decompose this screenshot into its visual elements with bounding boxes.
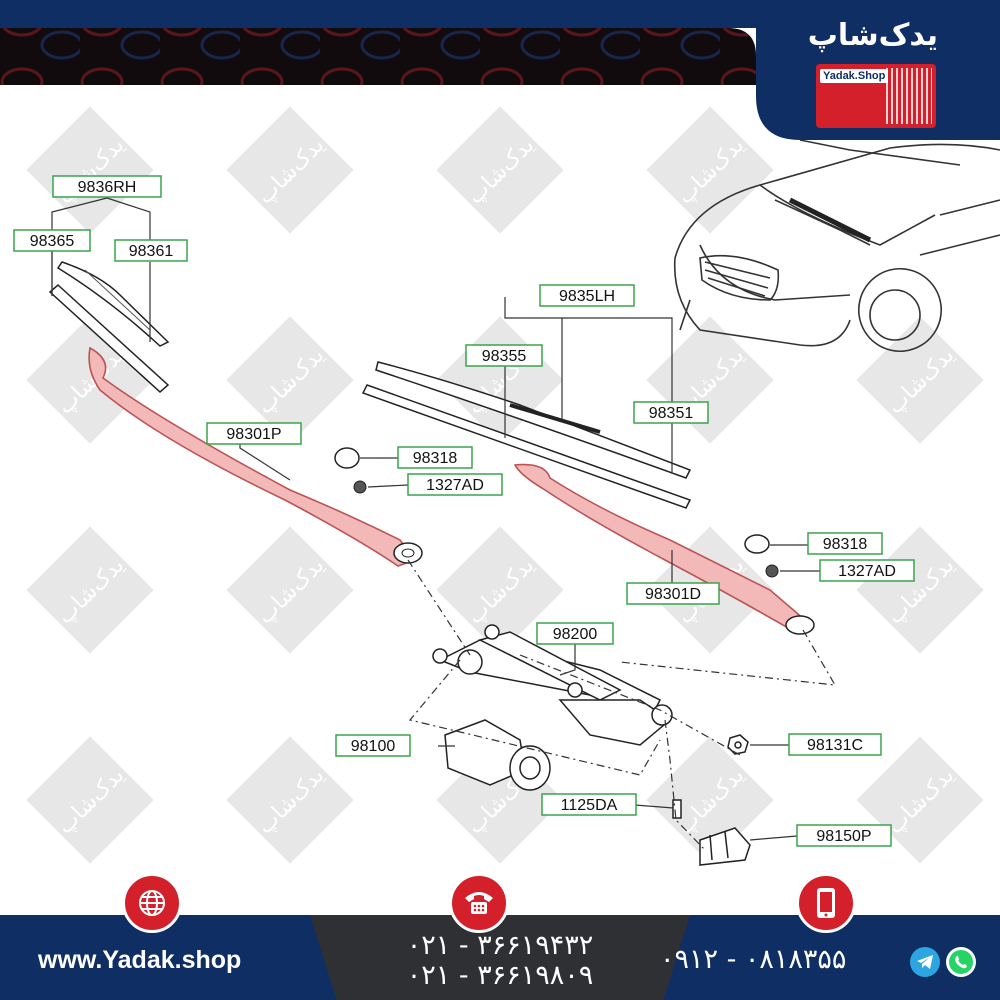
part-label-box [807, 532, 883, 555]
part-label-1327ad-left[interactable]: 1327AD [407, 473, 503, 496]
lh-blade-assembly [361, 361, 692, 509]
part-label-box [52, 175, 162, 198]
watermark-tile: یدک‌شاپ [226, 316, 354, 444]
brand-logo-stripes [886, 68, 932, 124]
part-number: 9835LH [559, 288, 615, 305]
part-label-98200[interactable]: 98200 [536, 622, 614, 645]
part-label-box [539, 284, 635, 307]
part-number: 98318 [413, 450, 458, 467]
part-label-box [206, 422, 302, 445]
brand-badge-text: Yadak.Shop [820, 69, 889, 83]
part-label-box [13, 229, 91, 252]
part-label-98318-right[interactable]: 98318 [807, 532, 883, 555]
part-label-98318-left[interactable]: 98318 [397, 446, 473, 469]
part-label-98301p[interactable]: 98301P [206, 422, 302, 445]
part-label-box [465, 344, 543, 367]
part-label-98100[interactable]: 98100 [335, 734, 411, 757]
mobile-phone-icon [796, 873, 856, 933]
bolt-and-bracket [672, 799, 751, 866]
car-wiper-highlight [788, 197, 872, 243]
part-number: 1327AD [426, 477, 484, 494]
arm-98301d [513, 463, 807, 634]
rh-blade-assembly [48, 261, 170, 394]
watermark-tile: یدک‌شاپ [226, 526, 354, 654]
whatsapp-icon[interactable] [946, 947, 976, 977]
watermark-tile: یدک‌شاپ [26, 106, 154, 234]
watermark-tile: یدک‌شاپ [26, 316, 154, 444]
part-number: 98361 [129, 243, 174, 260]
phone-number-2[interactable]: ۰۲۱ - ۳۶۶۱۹۸۰۹ [406, 960, 594, 991]
part-label-box [626, 582, 720, 605]
part-number: 98131C [807, 737, 863, 754]
part-label-box [788, 733, 882, 756]
nut-98131c [727, 734, 749, 755]
part-number: 98301D [645, 586, 701, 603]
part-number: 98351 [649, 405, 694, 422]
watermark-tile: یدک‌شاپ [646, 106, 774, 234]
brand-name: یدک‌شاپ [807, 18, 938, 53]
part-number: 1125DA [561, 797, 618, 814]
website-url[interactable]: www.Yadak.shop [38, 946, 242, 974]
part-label-1125da[interactable]: 1125DA [541, 793, 637, 816]
watermark-tile: یدک‌شاپ [856, 316, 984, 444]
part-number: 98200 [553, 626, 598, 643]
part-label-98836rh[interactable]: 9836RH [52, 175, 162, 198]
footer-phone-panel [310, 915, 690, 1000]
part-label-box [819, 559, 915, 582]
part-label-box [335, 734, 411, 757]
part-label-98355[interactable]: 98355 [465, 344, 543, 367]
watermark-tile: یدک‌شاپ [646, 316, 774, 444]
part-number: 98301P [226, 426, 281, 443]
part-label-box [397, 446, 473, 469]
part-label-98131c[interactable]: 98131C [788, 733, 882, 756]
watermark-tile: یدک‌شاپ [26, 526, 154, 654]
watermark-tile: یدک‌شاپ [436, 106, 564, 234]
part-number: 9836RH [78, 179, 137, 196]
brand-logo-badge: Yadak.Shop [816, 64, 936, 128]
part-label-98301d[interactable]: 98301D [626, 582, 720, 605]
wiper-motor [444, 719, 551, 791]
telegram-icon[interactable] [910, 947, 940, 977]
part-label-98351[interactable]: 98351 [633, 401, 709, 424]
part-number: 98365 [30, 233, 75, 250]
globe-icon [122, 873, 182, 933]
part-label-1327ad-right[interactable]: 1327AD [819, 559, 915, 582]
part-label-box [633, 401, 709, 424]
part-number: 98150P [816, 828, 871, 845]
telephone-icon [449, 873, 509, 933]
part-number: 98100 [351, 738, 396, 755]
part-label-box [407, 473, 503, 496]
part-label-box [114, 239, 188, 262]
part-label-box [536, 622, 614, 645]
part-label-98361[interactable]: 98361 [114, 239, 188, 262]
watermark-tile: یدک‌شاپ [226, 106, 354, 234]
watermark-tile: یدک‌شاپ [26, 736, 154, 864]
car-illustration [673, 139, 1000, 352]
part-label-box [796, 824, 892, 847]
part-label-98365[interactable]: 98365 [13, 229, 91, 252]
wiper-linkage [432, 624, 673, 746]
phone-number-1[interactable]: ۰۲۱ - ۳۶۶۱۹۴۳۲ [406, 930, 594, 961]
part-number: 98355 [482, 348, 527, 365]
part-label-box [541, 793, 637, 816]
watermark-tile: یدک‌شاپ [226, 736, 354, 864]
part-number: 98318 [823, 536, 868, 553]
part-number: 1327AD [838, 563, 896, 580]
mobile-number[interactable]: ۰۹۱۲ - ۰۸۱۸۳۵۵ [660, 944, 847, 975]
part-label-98150p[interactable]: 98150P [796, 824, 892, 847]
part-label-9835lh[interactable]: 9835LH [539, 284, 635, 307]
